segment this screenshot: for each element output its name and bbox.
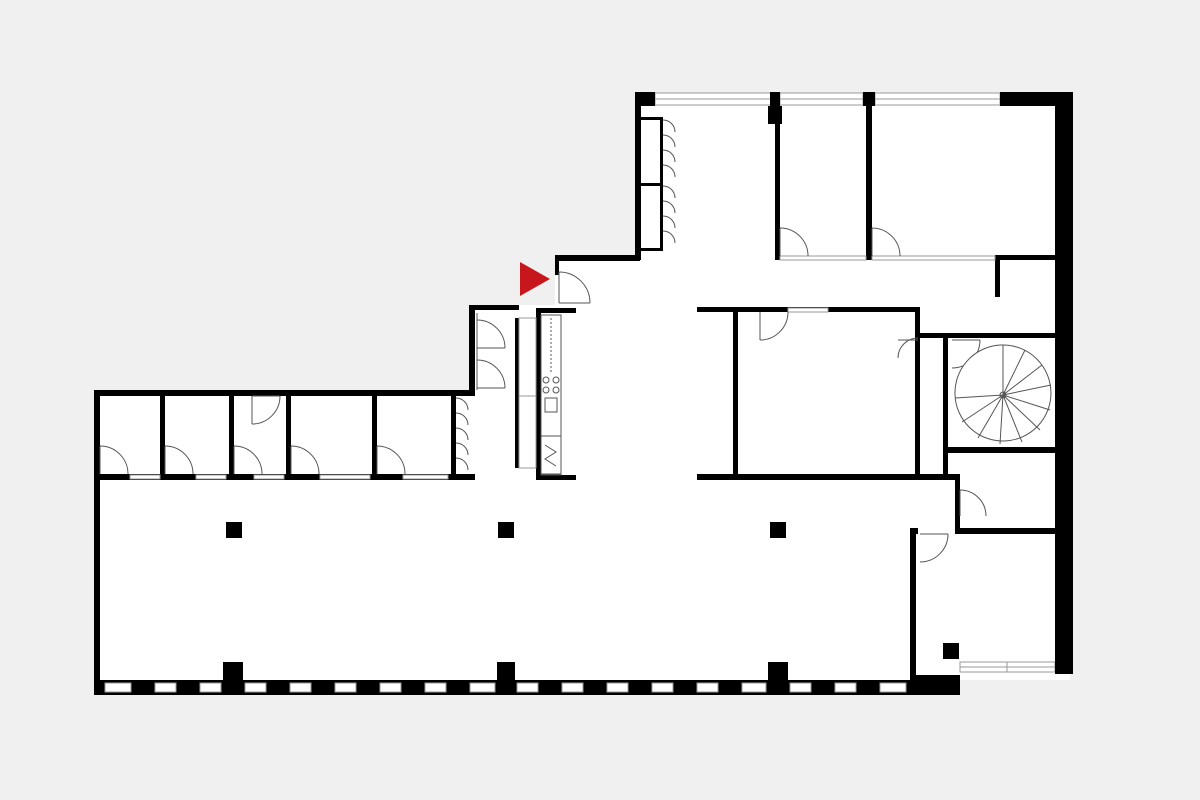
kitchenette-stove-icon (540, 314, 562, 476)
wardrobe-doors (455, 119, 676, 471)
window-mullions (133, 92, 878, 695)
glass-partitions (129, 255, 996, 480)
entrance-arrow-icon (520, 262, 550, 296)
spiral-stair-icon (954, 344, 1052, 445)
doors (99, 227, 987, 563)
columns (226, 106, 959, 659)
floor-area (97, 95, 1073, 690)
bottom-window-panes (104, 682, 907, 693)
